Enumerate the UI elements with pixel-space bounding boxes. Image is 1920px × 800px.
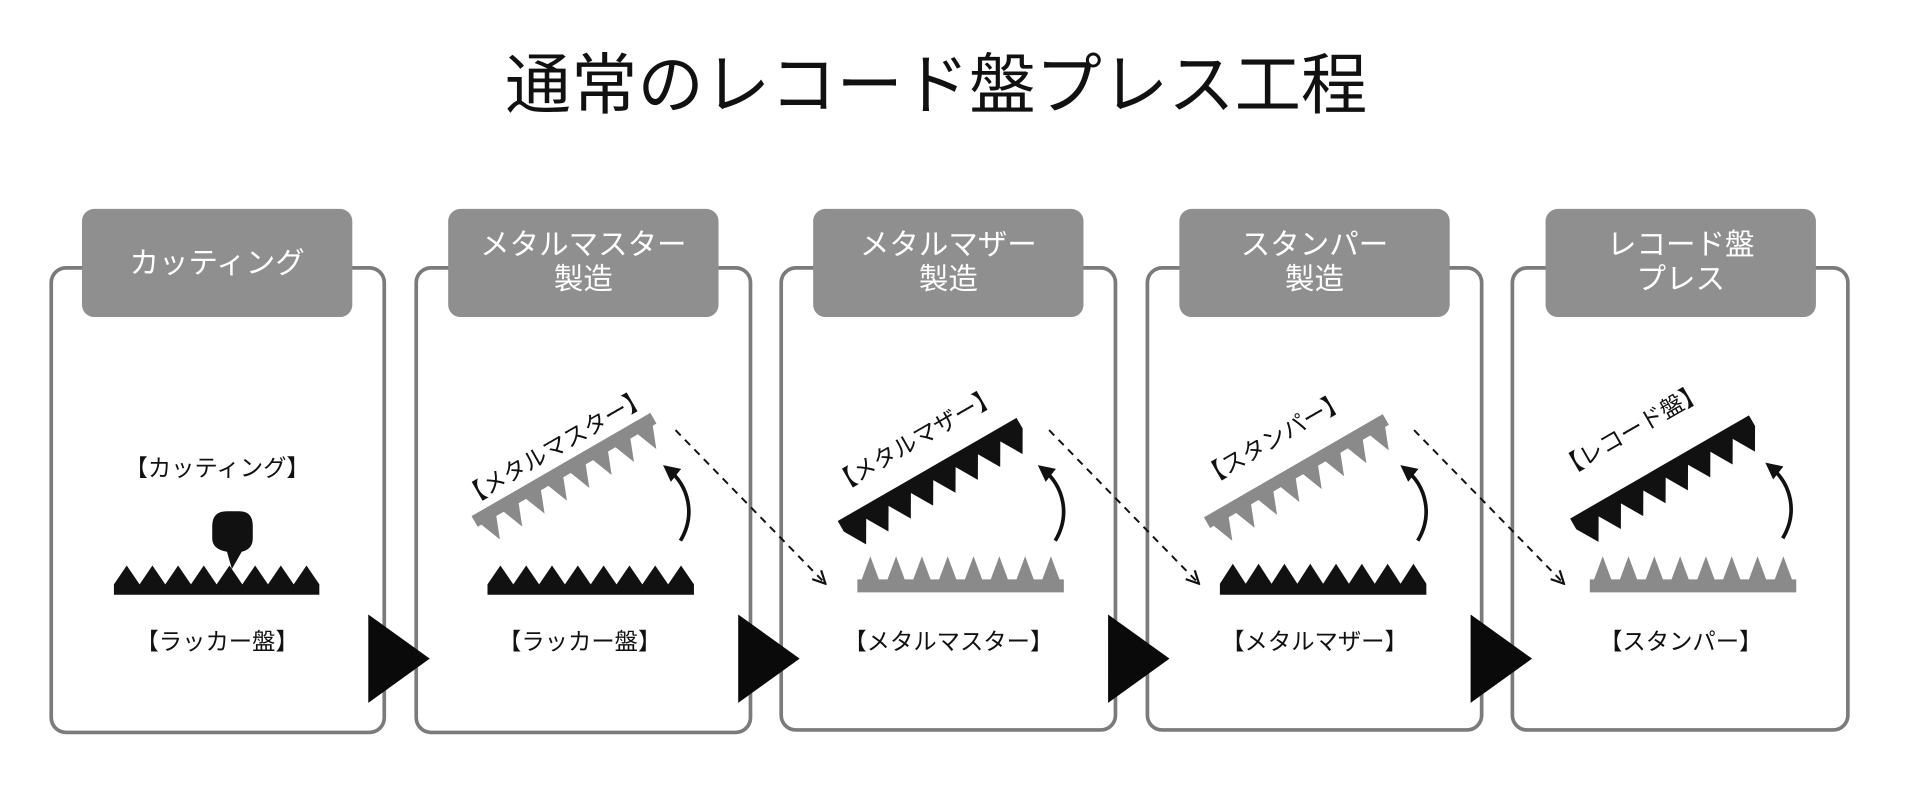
lift-arrow-icon: [663, 465, 691, 542]
header-tab: [813, 208, 1084, 318]
step-header-stamper: スタンパー 製造: [1179, 208, 1450, 318]
flow-arrow-icon: [368, 614, 430, 703]
step-panel-record-press: [1510, 266, 1850, 732]
step-panel-stamper: [1145, 266, 1484, 732]
header-text-line-1: メタルマザー: [860, 228, 1037, 262]
header-text-line-1: レコード盤: [1607, 228, 1754, 262]
lacquer-disc-label: 【ラッカー盤】: [498, 627, 661, 655]
transfer-dashed-arrow: [1048, 429, 1199, 584]
step-header-metal-mother: メタルマザー 製造: [813, 208, 1084, 318]
lift-arrow-icon: [1400, 465, 1428, 542]
metal-mother-label: 【メタルマザー】: [1221, 627, 1408, 655]
header-tab: [81, 208, 353, 318]
lacquer-disc-label: 【ラッカー盤】: [135, 627, 298, 655]
step-header-cutting: カッティング: [81, 208, 353, 318]
stamper-label: 【スタンパー】: [1599, 627, 1762, 655]
header-tab: [448, 208, 719, 318]
cutting-label: 【カッティング】: [125, 454, 310, 482]
flow-arrow-icon: [738, 614, 800, 703]
lift-arrow-icon: [1765, 462, 1793, 540]
transfer-dashed-arrow: [1413, 429, 1564, 584]
cutting-stylus-icon: [212, 511, 253, 569]
lift-arrow-icon: [1037, 465, 1066, 542]
header-text-line-2: 製造: [919, 262, 978, 296]
metal-master-label: 【メタルマスター】: [843, 627, 1053, 655]
header-text-line-2: 製造: [554, 262, 613, 296]
step-header-record-press: レコード盤 プレス: [1545, 208, 1816, 318]
flow-arrow-icon: [1470, 614, 1533, 703]
header-tab: [1545, 208, 1816, 318]
step-panel-cutting: [49, 266, 387, 735]
step-panel-metal-mother: [779, 266, 1118, 732]
step-header-metal-master: メタルマスター 製造: [448, 208, 719, 318]
header-text-line-2: プレス: [1637, 262, 1725, 296]
header-text: カッティング: [130, 246, 305, 280]
header-text-line-2: 製造: [1285, 262, 1344, 296]
cutting-illustration: 【カッティング】 【ラッカー盤】: [113, 454, 320, 655]
page-title: 通常のレコード盤プレス工程: [505, 46, 1367, 124]
header-text-line-1: メタルマスター: [480, 228, 686, 262]
header-text-line-1: スタンパー: [1241, 228, 1388, 262]
flow-arrow-icon: [1108, 614, 1170, 703]
transfer-dashed-arrow: [674, 429, 826, 584]
header-tab: [1179, 208, 1450, 318]
